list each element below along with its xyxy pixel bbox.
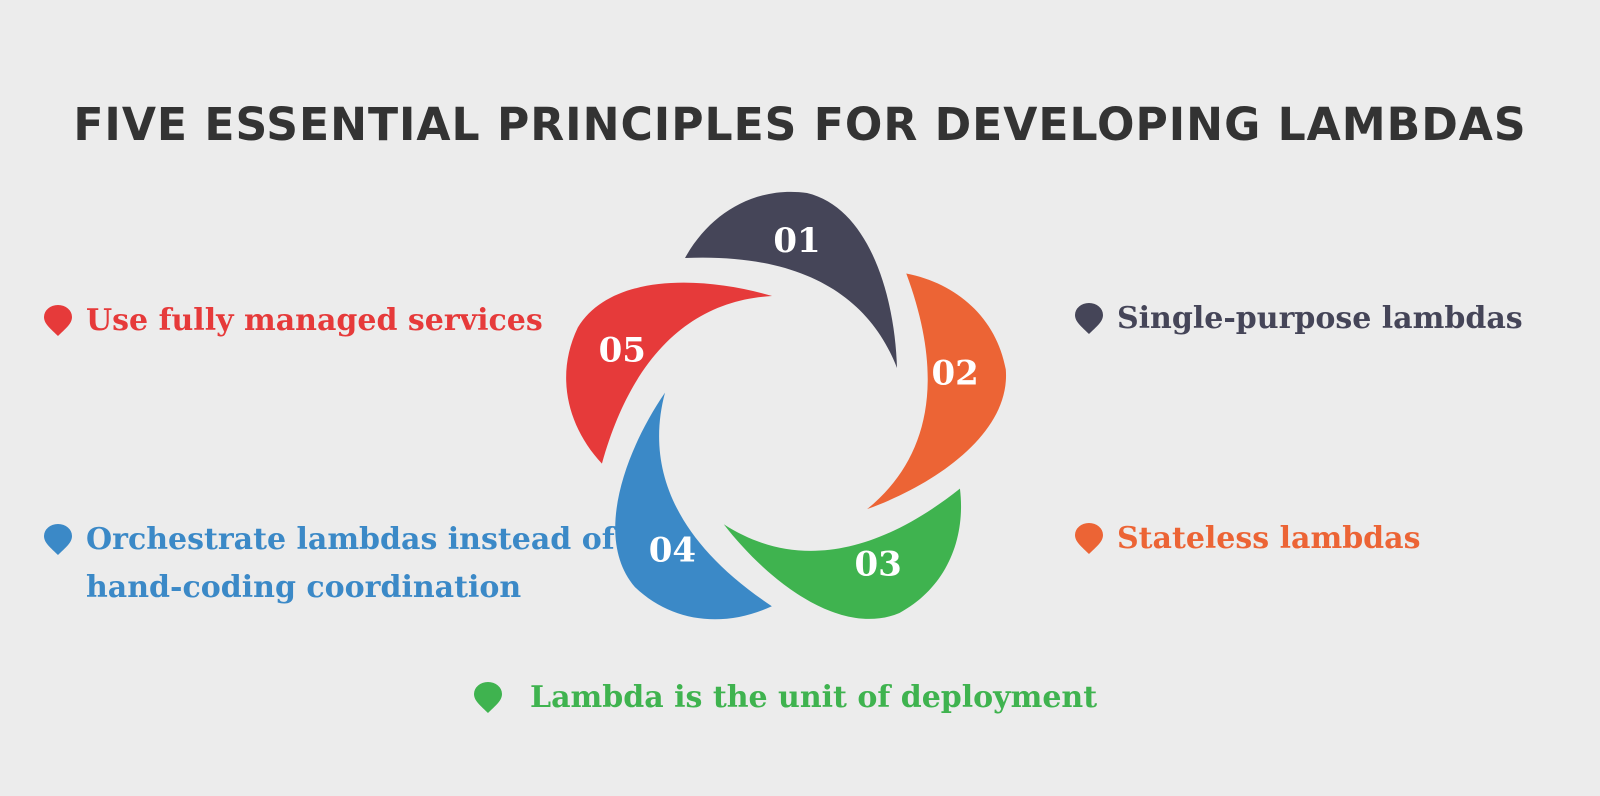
pin-shape xyxy=(44,305,72,336)
petal-03-shape xyxy=(723,488,961,619)
pin-shape xyxy=(474,682,502,713)
principle-01-label: Single-purpose lambdas xyxy=(1117,301,1523,336)
pin-shape xyxy=(44,524,72,555)
principle-05-label: Use fully managed services xyxy=(86,303,543,338)
map-pin-icon xyxy=(1075,303,1103,334)
petal-04-number: 04 xyxy=(649,531,696,571)
petal-04: 04 xyxy=(615,392,772,620)
petal-01: 01 xyxy=(685,191,897,368)
map-pin-icon xyxy=(1075,523,1103,554)
petal-02-number: 02 xyxy=(931,353,978,393)
petal-04-shape xyxy=(615,392,772,620)
petal-05-shape xyxy=(566,282,773,464)
pin-shape xyxy=(1075,523,1103,554)
principles-wheel: 01 02 03 04 05 xyxy=(560,190,1030,650)
petal-01-shape xyxy=(685,191,897,368)
principle-05: Use fully managed services xyxy=(42,297,543,345)
principle-03: Lambda is the unit of deployment xyxy=(472,674,1097,722)
principle-04: Orchestrate lambdas instead of hand-codi… xyxy=(42,516,615,612)
principle-03-label: Lambda is the unit of deployment xyxy=(530,680,1098,715)
petal-03-number: 03 xyxy=(854,545,901,585)
pin-shape xyxy=(1075,303,1103,334)
petal-05-number: 05 xyxy=(599,331,646,371)
map-pin-icon xyxy=(44,305,72,336)
petal-02-shape xyxy=(867,273,1006,510)
map-pin-icon xyxy=(44,524,72,555)
principle-02-label: Stateless lambdas xyxy=(1117,521,1421,556)
principle-02: Stateless lambdas xyxy=(1073,515,1420,563)
petal-01-number: 01 xyxy=(773,221,820,261)
principle-04-label: Orchestrate lambdas instead of hand-codi… xyxy=(86,522,615,605)
petal-02: 02 xyxy=(867,273,1006,510)
map-pin-icon xyxy=(474,682,502,713)
petal-03: 03 xyxy=(723,488,961,619)
wheel-graphic: 01 02 03 04 05 xyxy=(566,191,1006,620)
petal-05: 05 xyxy=(566,282,773,464)
principle-01: Single-purpose lambdas xyxy=(1073,295,1523,343)
page-title: FIVE ESSENTIAL PRINCIPLES FOR DEVELOPING… xyxy=(73,98,1527,151)
